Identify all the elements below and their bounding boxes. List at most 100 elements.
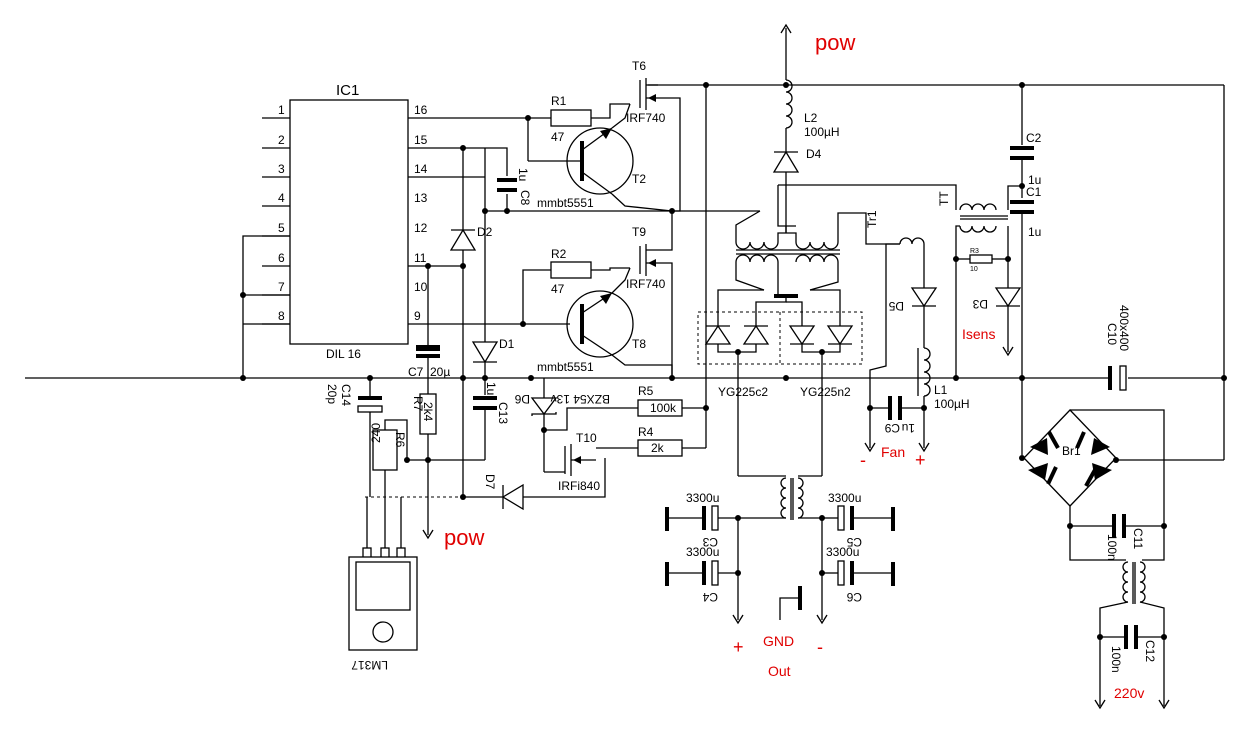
pow-bottom-label: pow xyxy=(444,525,484,550)
t10-label: T10 xyxy=(576,431,597,445)
current-sense-section: D6 BZX54 13v R5 100k R4 2k T10 IRFi840 xyxy=(514,378,709,493)
tt-label: TT xyxy=(937,191,951,206)
r2-label: R2 xyxy=(551,247,567,261)
ground-bus xyxy=(25,375,1227,381)
ic1-pin-12: 12 xyxy=(414,221,428,235)
l2-value: 100µH xyxy=(804,125,840,139)
l1-inductor xyxy=(923,347,931,397)
ic1-right-pins: 16 15 14 13 12 11 10 9 xyxy=(414,103,428,323)
ic1-pin-9: 9 xyxy=(414,309,421,323)
c8-branch: 1u C8 xyxy=(408,147,760,214)
fan-supply: D5 L1 100µH C9 1u - Fan + xyxy=(860,237,970,470)
t2-label: T2 xyxy=(632,172,646,186)
c7-value: 20µ xyxy=(430,365,450,379)
c6-value: 3300u xyxy=(826,545,859,559)
c11-label: C11 xyxy=(1131,528,1145,549)
r6-value: 240 xyxy=(369,423,383,443)
mains-choke xyxy=(1122,561,1129,603)
d7-label: D7 xyxy=(483,474,497,490)
t10-type: IRFi840 xyxy=(558,479,600,493)
d1-label: D1 xyxy=(499,337,515,351)
t8-type: mmbt5551 xyxy=(537,360,594,374)
ic1: IC1 DIL 16 1 2 3 4 5 6 7 8 16 15 14 13 1… xyxy=(262,82,428,361)
mains-label: 220v xyxy=(1114,685,1144,701)
t6-label: T6 xyxy=(632,59,646,73)
c1-label: C1 xyxy=(1026,185,1042,199)
r1-resistor xyxy=(550,109,592,127)
yg225c2-label: YG225c2 xyxy=(718,385,768,399)
l1-value: 100µH xyxy=(934,397,970,411)
c13-value: 1u xyxy=(484,382,498,395)
top-rail xyxy=(648,82,1225,460)
d2-branch: D2 D1 xyxy=(408,145,515,497)
d6-value: BZX54 13v xyxy=(551,392,610,406)
c2-label: C2 xyxy=(1026,131,1042,145)
t9-type: IRF740 xyxy=(626,277,666,291)
ic1-pin-8: 8 xyxy=(278,309,285,323)
lower-driver: R2 47 T8 mmbt5551 T9 IRF740 xyxy=(408,211,673,378)
out-plus-label: + xyxy=(733,637,744,657)
t6-type: IRF740 xyxy=(626,111,666,125)
pow-top-label: pow xyxy=(815,30,855,55)
br1-label: Br1 xyxy=(1062,444,1081,458)
ic1-package: DIL 16 xyxy=(326,347,361,361)
r3-label: R3 xyxy=(970,248,979,255)
r1-label: R1 xyxy=(551,94,567,108)
r6-resistor xyxy=(372,429,398,471)
t8-label: T8 xyxy=(632,337,646,351)
r2-resistor xyxy=(550,261,592,279)
ic1-pin-6: 6 xyxy=(278,251,285,265)
c10-value: 400x400 xyxy=(1117,305,1131,351)
output-section: 3300u C3 3300u C4 3300u C5 3300u C6 + GN… xyxy=(665,475,895,679)
d5-label: D5 xyxy=(888,299,904,313)
c5-label: C5 xyxy=(846,535,862,549)
fan-label: Fan xyxy=(881,444,905,460)
ic1-pin-11: 11 xyxy=(414,251,427,265)
isens-label: Isens xyxy=(962,326,995,342)
c11-value: 100n xyxy=(1105,534,1119,561)
ic1-pin-7: 7 xyxy=(278,280,285,294)
d7-diode xyxy=(501,483,524,511)
d3-diode xyxy=(994,287,1022,308)
r6-label: R6 xyxy=(393,432,407,448)
c9-value: 1u xyxy=(902,421,915,435)
tr1-transformer: Tr1 xyxy=(735,185,900,298)
r7-value: 2k4 xyxy=(421,402,435,422)
out-minus-label: - xyxy=(817,637,823,657)
c12-value: 100n xyxy=(1109,646,1123,673)
yg225n2-label: YG225n2 xyxy=(800,385,851,399)
yg225-diodes: YG225c2 YG225n2 xyxy=(697,289,863,476)
ic1-pin-3: 3 xyxy=(278,162,285,176)
ic1-pin-15: 15 xyxy=(414,133,428,147)
c14-value: 20p xyxy=(325,384,339,404)
c10-label: C10 xyxy=(1105,323,1119,345)
c10-capacitor xyxy=(1119,365,1127,391)
l1-label: L1 xyxy=(934,383,948,397)
c1-value: 1u xyxy=(1028,225,1041,239)
current-transformer: TT R3 10 D3 Isens xyxy=(778,184,1022,378)
c7-branch: C7 20µ xyxy=(408,263,466,379)
c12-label: C12 xyxy=(1143,640,1157,662)
r3-resistor xyxy=(969,254,993,264)
c3-value: 3300u xyxy=(686,491,719,505)
r1-value: 47 xyxy=(551,130,565,144)
out-label: Out xyxy=(768,663,791,679)
d6-label: D6 xyxy=(514,392,530,406)
t6-mosfet: T6 IRF740 xyxy=(626,59,672,125)
l2-label: L2 xyxy=(804,111,818,125)
r5-label: R5 xyxy=(638,384,654,398)
ic1-pin-14: 14 xyxy=(414,162,428,176)
lm317-regulator: LM317 xyxy=(348,496,463,672)
r3-value: 10 xyxy=(970,266,978,273)
r4-label: R4 xyxy=(638,425,654,439)
ic1-pin-16: 16 xyxy=(414,103,428,117)
d3-label: D3 xyxy=(972,297,988,311)
r5-value: 100k xyxy=(650,401,677,415)
c2-value: 1u xyxy=(1028,173,1041,187)
mains-filter: 100n C11 100n C12 220v xyxy=(1067,409,1170,710)
ic1-pin-13: 13 xyxy=(414,191,428,205)
regulator-section: 1u C13 R7 2k4 20p C14 R6 240 xyxy=(325,375,606,672)
d4-diode xyxy=(772,150,800,173)
ic1-pin-1: 1 xyxy=(278,103,285,117)
